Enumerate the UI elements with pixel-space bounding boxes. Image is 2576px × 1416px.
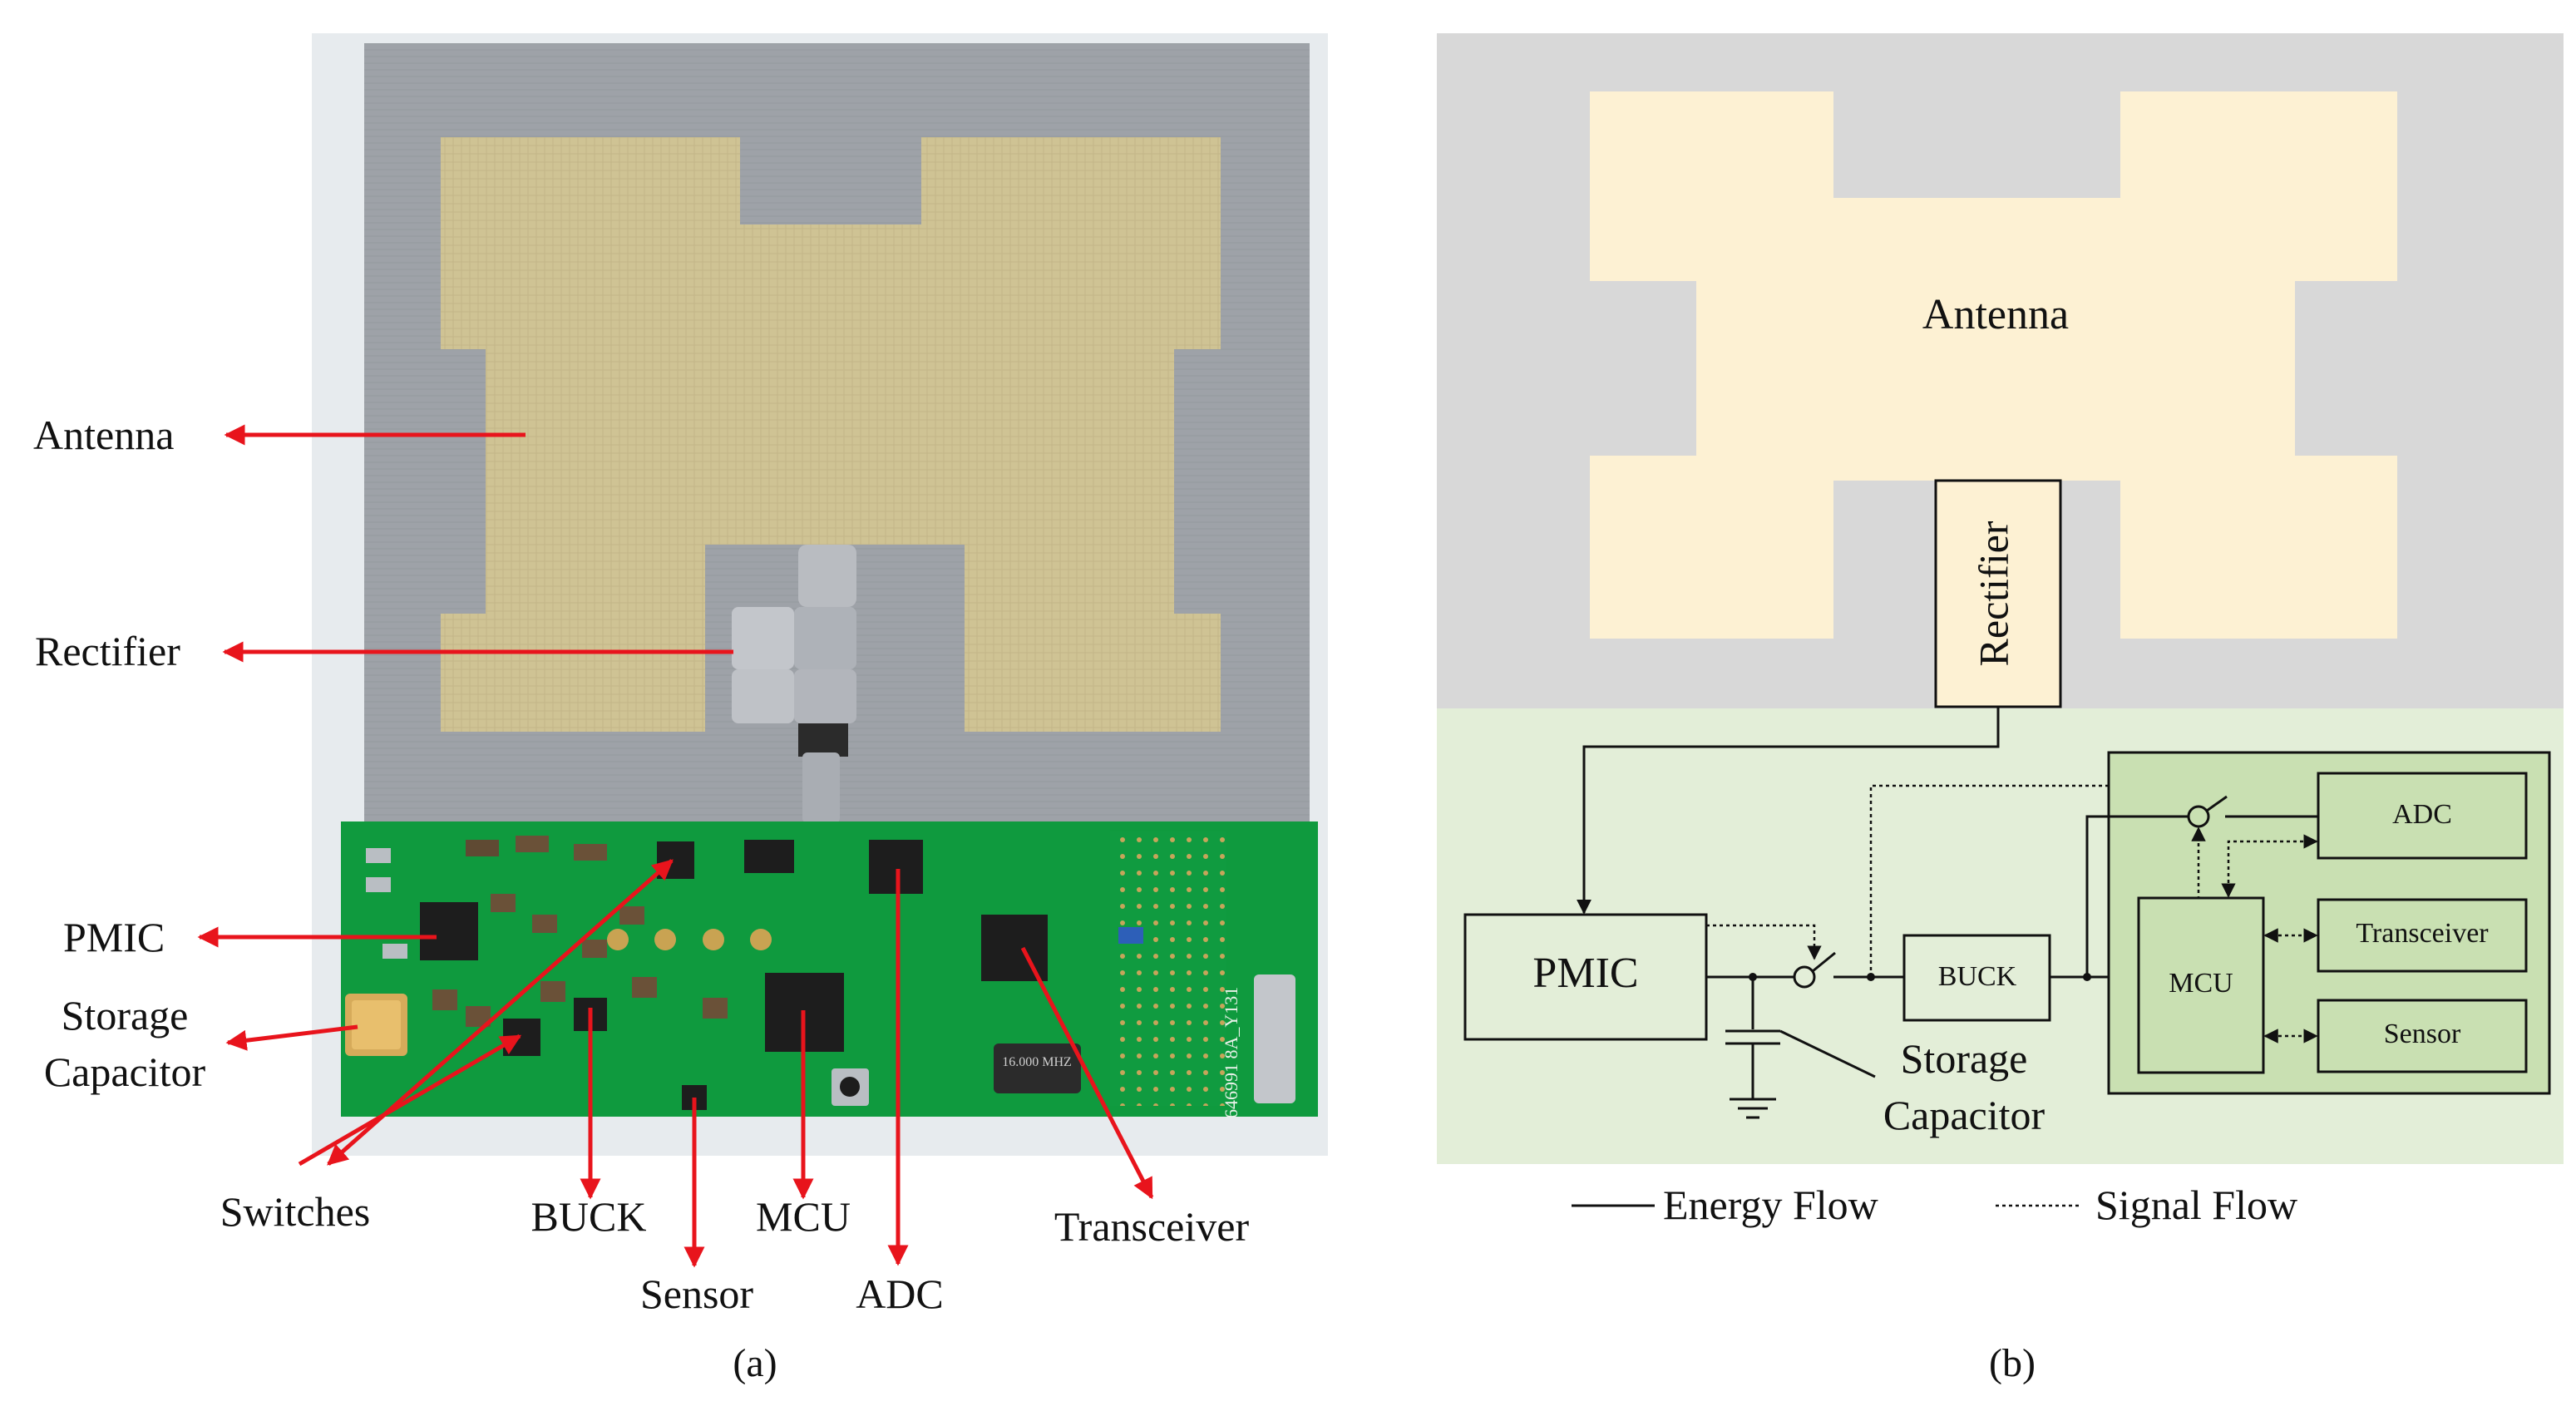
pmic-output-switch bbox=[1793, 965, 1816, 989]
antenna-label: Antenna bbox=[1922, 291, 2069, 338]
label-mcu: MCU bbox=[756, 1193, 851, 1240]
rectifier-box bbox=[1934, 479, 2062, 708]
mcu-label: MCU bbox=[2169, 968, 2233, 999]
legend-signal-label: Signal Flow bbox=[2095, 1182, 2297, 1228]
sensor-power-switch-blade bbox=[2206, 795, 2228, 812]
transceiver-label: Transceiver bbox=[2356, 918, 2489, 949]
rectifier-label: Rectifier bbox=[1970, 521, 2016, 666]
label-buck: BUCK bbox=[531, 1193, 647, 1240]
label-storage-line2: Capacitor bbox=[44, 1048, 206, 1095]
arrow-switch-2 bbox=[298, 1034, 522, 1167]
arrow-transceiver bbox=[1020, 946, 1154, 1200]
label-sensor: Sensor bbox=[640, 1270, 753, 1317]
pcb-serial-marking: 646991 8A_Y131 bbox=[1221, 987, 1241, 1118]
labels-a: Antenna Rectifier PMIC Storage Capacitor… bbox=[33, 412, 1249, 1317]
pmic-box bbox=[1463, 913, 1708, 1041]
buck-label: BUCK bbox=[1938, 961, 2017, 992]
storage-label-line1: Storage bbox=[1901, 1035, 2028, 1082]
storage-label-line2: Capacitor bbox=[1883, 1092, 2046, 1138]
adc-box bbox=[2317, 772, 2528, 860]
label-storage-line1: Storage bbox=[62, 992, 189, 1039]
antenna-patch bbox=[441, 137, 1221, 732]
transceiver-box bbox=[2317, 898, 2528, 973]
signal-line-adc-to-mcu bbox=[2221, 834, 2318, 898]
crystal-marking: 16.000 MHZ bbox=[1002, 1055, 1072, 1069]
caption-b: (b) bbox=[1989, 1341, 2036, 1385]
annotation-arrows bbox=[197, 424, 1154, 1268]
sensor-label: Sensor bbox=[2384, 1019, 2461, 1049]
adc-label: ADC bbox=[2392, 799, 2452, 830]
label-transceiver: Transceiver bbox=[1054, 1203, 1250, 1250]
legend: Energy Flow Signal Flow bbox=[1572, 1182, 2297, 1228]
rectifier-component bbox=[732, 545, 856, 823]
buck-box bbox=[1902, 934, 2051, 1022]
label-adc: ADC bbox=[856, 1270, 944, 1317]
mcu-box bbox=[2137, 896, 2265, 1074]
pmic-output-switch-blade bbox=[1812, 951, 1836, 973]
panel-a: 16.000 MHZ 646991 8A_Y131 bbox=[33, 33, 1328, 1385]
sensor-power-switch bbox=[2187, 805, 2210, 828]
label-rectifier: Rectifier bbox=[35, 628, 180, 674]
energy-line-rectifier-to-pmic bbox=[1577, 707, 2000, 915]
legend-energy-label: Energy Flow bbox=[1663, 1182, 1878, 1228]
caption-a: (a) bbox=[733, 1341, 777, 1385]
capacitor-pointer bbox=[1779, 1029, 1876, 1078]
signal-line-pmic-to-switch bbox=[1706, 924, 1822, 960]
label-switches: Switches bbox=[220, 1188, 371, 1235]
sensor-box bbox=[2317, 999, 2528, 1073]
label-antenna: Antenna bbox=[33, 412, 174, 458]
antenna-shape bbox=[1590, 91, 2397, 639]
pcb-via-field bbox=[1110, 831, 1226, 1106]
pmic-label: PMIC bbox=[1532, 950, 1638, 997]
label-pmic: PMIC bbox=[63, 914, 165, 960]
panel-b: Antenna Rectifier PMIC Storage Capacitor bbox=[1437, 33, 2564, 1385]
